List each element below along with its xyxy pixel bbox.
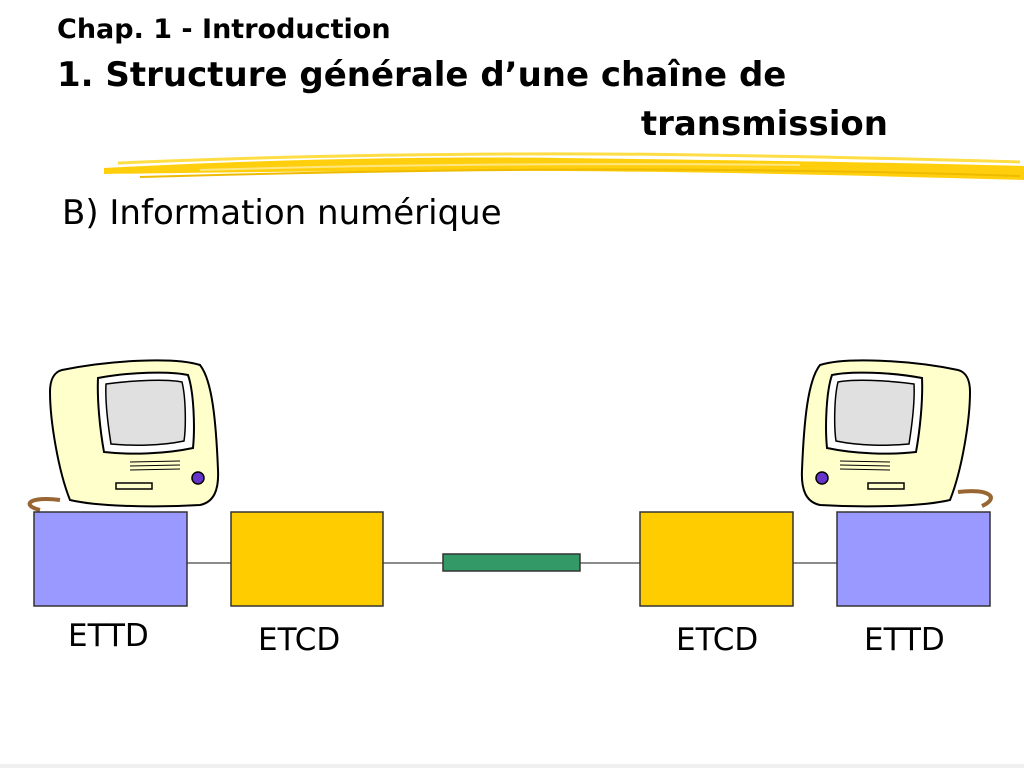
label-etcd-left: ETCD [258,622,341,658]
cable-right [957,489,993,508]
ettd-left-box [33,511,188,607]
etcd-right-box [639,511,794,607]
etcd-left-box [230,511,384,607]
cable-left [27,497,61,512]
computer-monitor-icon [48,359,220,508]
page-title-line2: transmission [640,104,888,144]
chapter-heading: Chap. 1 - Introduction [57,14,391,45]
label-ettd-right: ETTD [864,622,945,658]
label-etcd-right: ETCD [676,622,759,658]
computer-monitor-icon [800,359,972,508]
page-title-line1: 1. Structure générale d’une chaîne de [57,55,787,95]
section-subtitle: B) Information numérique [62,193,502,233]
transmission-channel [442,553,581,572]
label-ettd-left: ETTD [68,618,149,654]
bottom-divider [0,764,1024,768]
ettd-right-box [836,511,991,607]
